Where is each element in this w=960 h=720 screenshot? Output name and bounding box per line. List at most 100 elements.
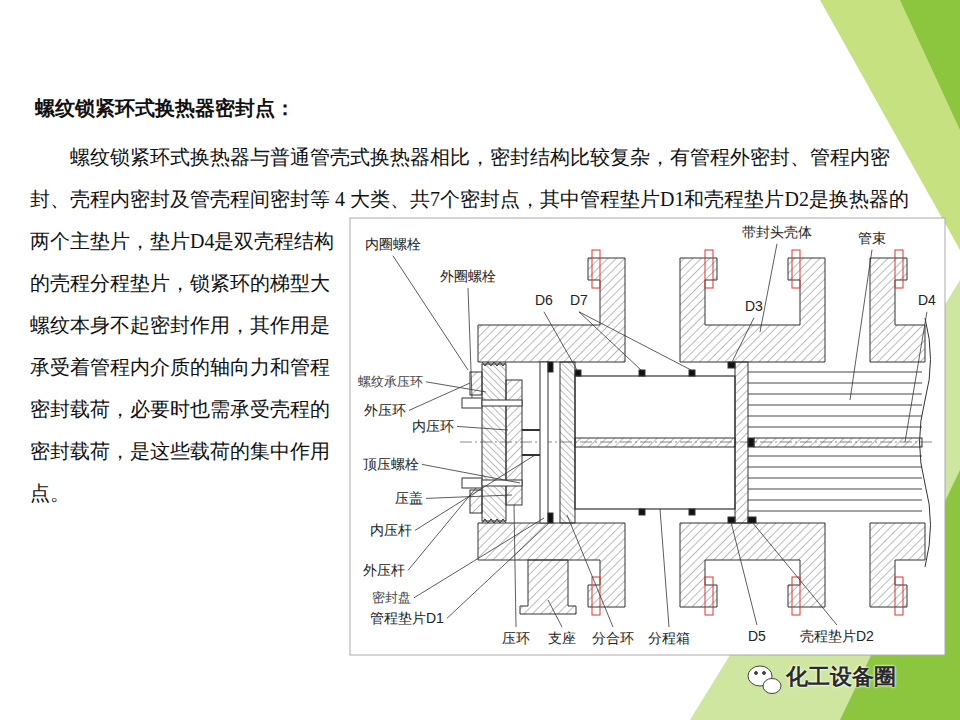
leader-line: [752, 522, 837, 625]
pass-box: [575, 376, 735, 509]
flange-bolts: [592, 250, 903, 615]
thread-teeth: [482, 362, 506, 523]
part-label: 管程垫片D1: [370, 610, 444, 627]
bolt-head: [462, 398, 482, 408]
label-holder: 顶压螺栓: [363, 456, 419, 473]
label-holder: 化工设备圈: [786, 664, 896, 690]
lock-ring: [482, 364, 506, 521]
part-label: D4: [918, 292, 936, 309]
wechat-icon: [748, 666, 781, 694]
flange-bolt: [705, 250, 713, 288]
part-label: 外压杆: [363, 562, 405, 579]
push-rod: [522, 429, 540, 431]
leader-line: [414, 518, 544, 598]
gasket-d5: [728, 517, 735, 523]
leader-line: [514, 505, 516, 627]
flange-bolt: [792, 250, 800, 288]
part-label: 外圈螺栓: [440, 268, 496, 285]
label-holder: 压环: [502, 630, 530, 647]
leader-line: [850, 250, 872, 400]
label-holder: 内压杆: [370, 522, 412, 539]
tube-bundle: [748, 372, 922, 511]
shell-wall: [680, 258, 825, 362]
label-holder: 外圈螺栓: [440, 268, 496, 285]
drawing-frame: [350, 218, 945, 655]
exchanger-drawing: [460, 250, 935, 615]
gasket-d6: [575, 370, 581, 376]
longitudinal-baffle: [754, 438, 922, 447]
part-label: 外压环: [364, 402, 406, 419]
flange-bolt: [705, 577, 713, 615]
paragraph-holder: 螺纹锁紧环式换热器与普通管壳式换热器相比，密封结构比较复杂，有管程外密封、管程内…: [30, 136, 910, 720]
tube-sheet: [735, 362, 748, 523]
leader-line: [660, 509, 669, 627]
bolt-shank: [482, 400, 522, 406]
part-label: 管束: [858, 230, 886, 247]
body-paragraph: 螺纹锁紧环式换热器与普通管壳式换热器相比，密封结构比较复杂，有管程外密封、管程内…: [30, 146, 909, 504]
part-label: D3: [745, 298, 763, 315]
label-holder: 内压环: [412, 418, 454, 435]
gasket-d1: [548, 513, 553, 523]
part-label: 密封盘: [372, 590, 411, 606]
flange-bolt: [895, 577, 903, 615]
icon-bubble: [763, 679, 781, 694]
seal-disc: [540, 362, 548, 523]
label-holder: 管束: [858, 230, 886, 247]
leader-line: [415, 455, 535, 530]
title-holder: 螺纹锁紧环式换热器密封点：: [35, 96, 295, 120]
label-holder: D6: [535, 292, 553, 309]
part-label: 支座: [548, 630, 576, 647]
part-label: D6: [535, 292, 553, 309]
shell-wall: [870, 523, 925, 607]
leader-line: [447, 522, 550, 618]
saddle-support: [520, 560, 576, 614]
green-band: [900, 0, 960, 130]
part-label: 分合环: [592, 630, 634, 647]
part-label: 带封头壳体: [742, 224, 812, 241]
wrap-spacer: [909, 136, 910, 220]
leader-line: [731, 522, 757, 625]
label-holder: 压盖: [395, 490, 423, 507]
label-holder: 支座: [548, 630, 576, 647]
label-holder: 内圈螺栓: [365, 236, 421, 253]
label-holder: D7: [570, 292, 588, 309]
label-holder: D5: [748, 628, 766, 645]
slide-title: 螺纹锁紧环式换热器密封点：: [35, 96, 295, 120]
leader-line: [567, 515, 613, 627]
part-label: 分程箱: [648, 630, 690, 647]
flange-bolt: [895, 250, 903, 288]
leader-line: [905, 312, 927, 442]
part-label: 螺纹承压环: [358, 374, 423, 390]
shell-wall: [478, 258, 625, 362]
label-holder: 分合环: [592, 630, 634, 647]
leader-line: [426, 382, 486, 392]
gaskets: [575, 362, 756, 523]
part-label: 内压杆: [370, 522, 412, 539]
gasket-d4: [748, 438, 754, 447]
icon-dot: [755, 672, 758, 675]
pass-partition: [575, 438, 735, 447]
label-holder: D4: [918, 292, 936, 309]
flange-bolt: [592, 577, 600, 615]
label-holder: 分程箱: [648, 630, 690, 647]
label-holder: 外压杆: [363, 562, 405, 579]
part-label: D5: [748, 628, 766, 645]
green-band: [820, 0, 960, 250]
label-holder: 密封盘: [372, 590, 411, 606]
push-rod: [522, 454, 540, 456]
gasket-d7: [639, 509, 645, 515]
bolt-shank: [482, 480, 522, 486]
label-holder: D3: [745, 298, 763, 315]
label-holder: 带封头壳体: [742, 224, 812, 241]
part-label: 压盖: [395, 490, 423, 507]
gasket-d7: [639, 370, 645, 376]
part-label: 顶压螺栓: [363, 456, 419, 473]
label-holder: 壳程垫片D2: [800, 628, 874, 645]
watermark: 化工设备圈: [786, 664, 896, 690]
part-label: 内压环: [412, 418, 454, 435]
part-label: 内圈螺栓: [365, 236, 421, 253]
gasket-d7: [689, 509, 695, 515]
bolt-head: [462, 478, 482, 488]
leader-line: [548, 600, 562, 627]
